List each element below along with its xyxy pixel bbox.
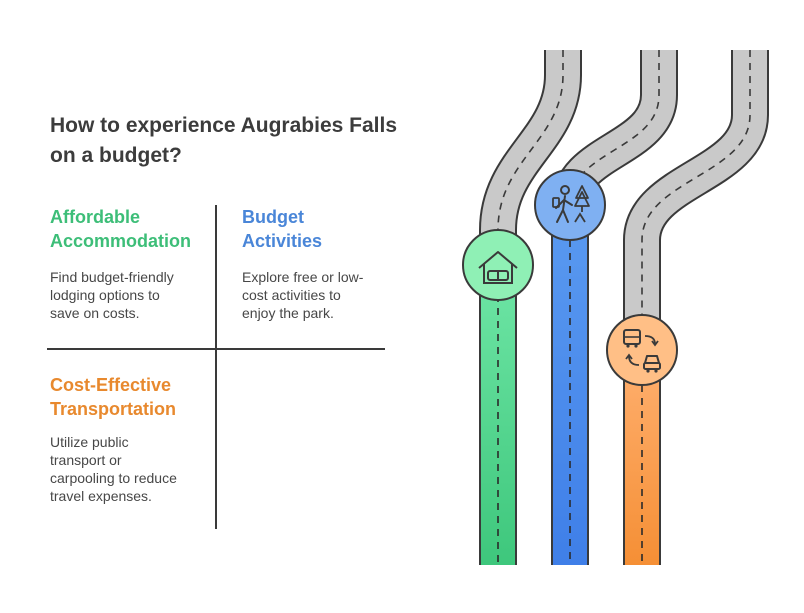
road-transportation: [623, 50, 769, 565]
transportation-desc-line: carpooling to reduce: [50, 470, 177, 486]
accommodation-desc-line: lodging options to: [50, 287, 160, 303]
accommodation-title: Affordable Accommodation: [50, 205, 191, 253]
house-bed-icon: [462, 229, 534, 301]
accommodation-desc-line: save on costs.: [50, 305, 140, 321]
activities-title-line1: Budget: [242, 207, 304, 227]
transportation-title-line1: Cost-Effective: [50, 375, 172, 395]
activities-title-line2: Activities: [242, 231, 323, 251]
transportation-desc-line: Utilize public: [50, 434, 129, 450]
transportation-title: Cost-Effective Transportation: [50, 373, 176, 421]
activities-description: Explore free or low- cost activities to …: [242, 268, 363, 322]
transportation-title-line2: Transportation: [50, 399, 177, 419]
accommodation-description: Find budget-friendly lodging options to …: [50, 268, 174, 322]
activities-desc-line: enjoy the park.: [242, 305, 334, 321]
accommodation-title-line1: Affordable: [50, 207, 140, 227]
bus-car-icon: [606, 314, 678, 386]
page-title: How to experience Augrabies Falls on a b…: [50, 114, 397, 167]
activities-title: Budget Activities: [242, 205, 322, 253]
accommodation-desc-line: Find budget-friendly: [50, 269, 174, 285]
activities-desc-line: cost activities to: [242, 287, 341, 303]
hiker-tree-icon: [534, 169, 606, 241]
transportation-desc-line: transport or: [50, 452, 122, 468]
quadrant-divider-horizontal: [47, 348, 385, 350]
road-accommodation: [479, 50, 582, 565]
transportation-description: Utilize public transport or carpooling t…: [50, 433, 177, 505]
accommodation-title-line2: Accommodation: [50, 231, 192, 251]
quadrant-divider-vertical: [215, 205, 217, 529]
activities-desc-line: Explore free or low-: [242, 269, 364, 285]
transportation-desc-line: travel expenses.: [50, 488, 152, 504]
